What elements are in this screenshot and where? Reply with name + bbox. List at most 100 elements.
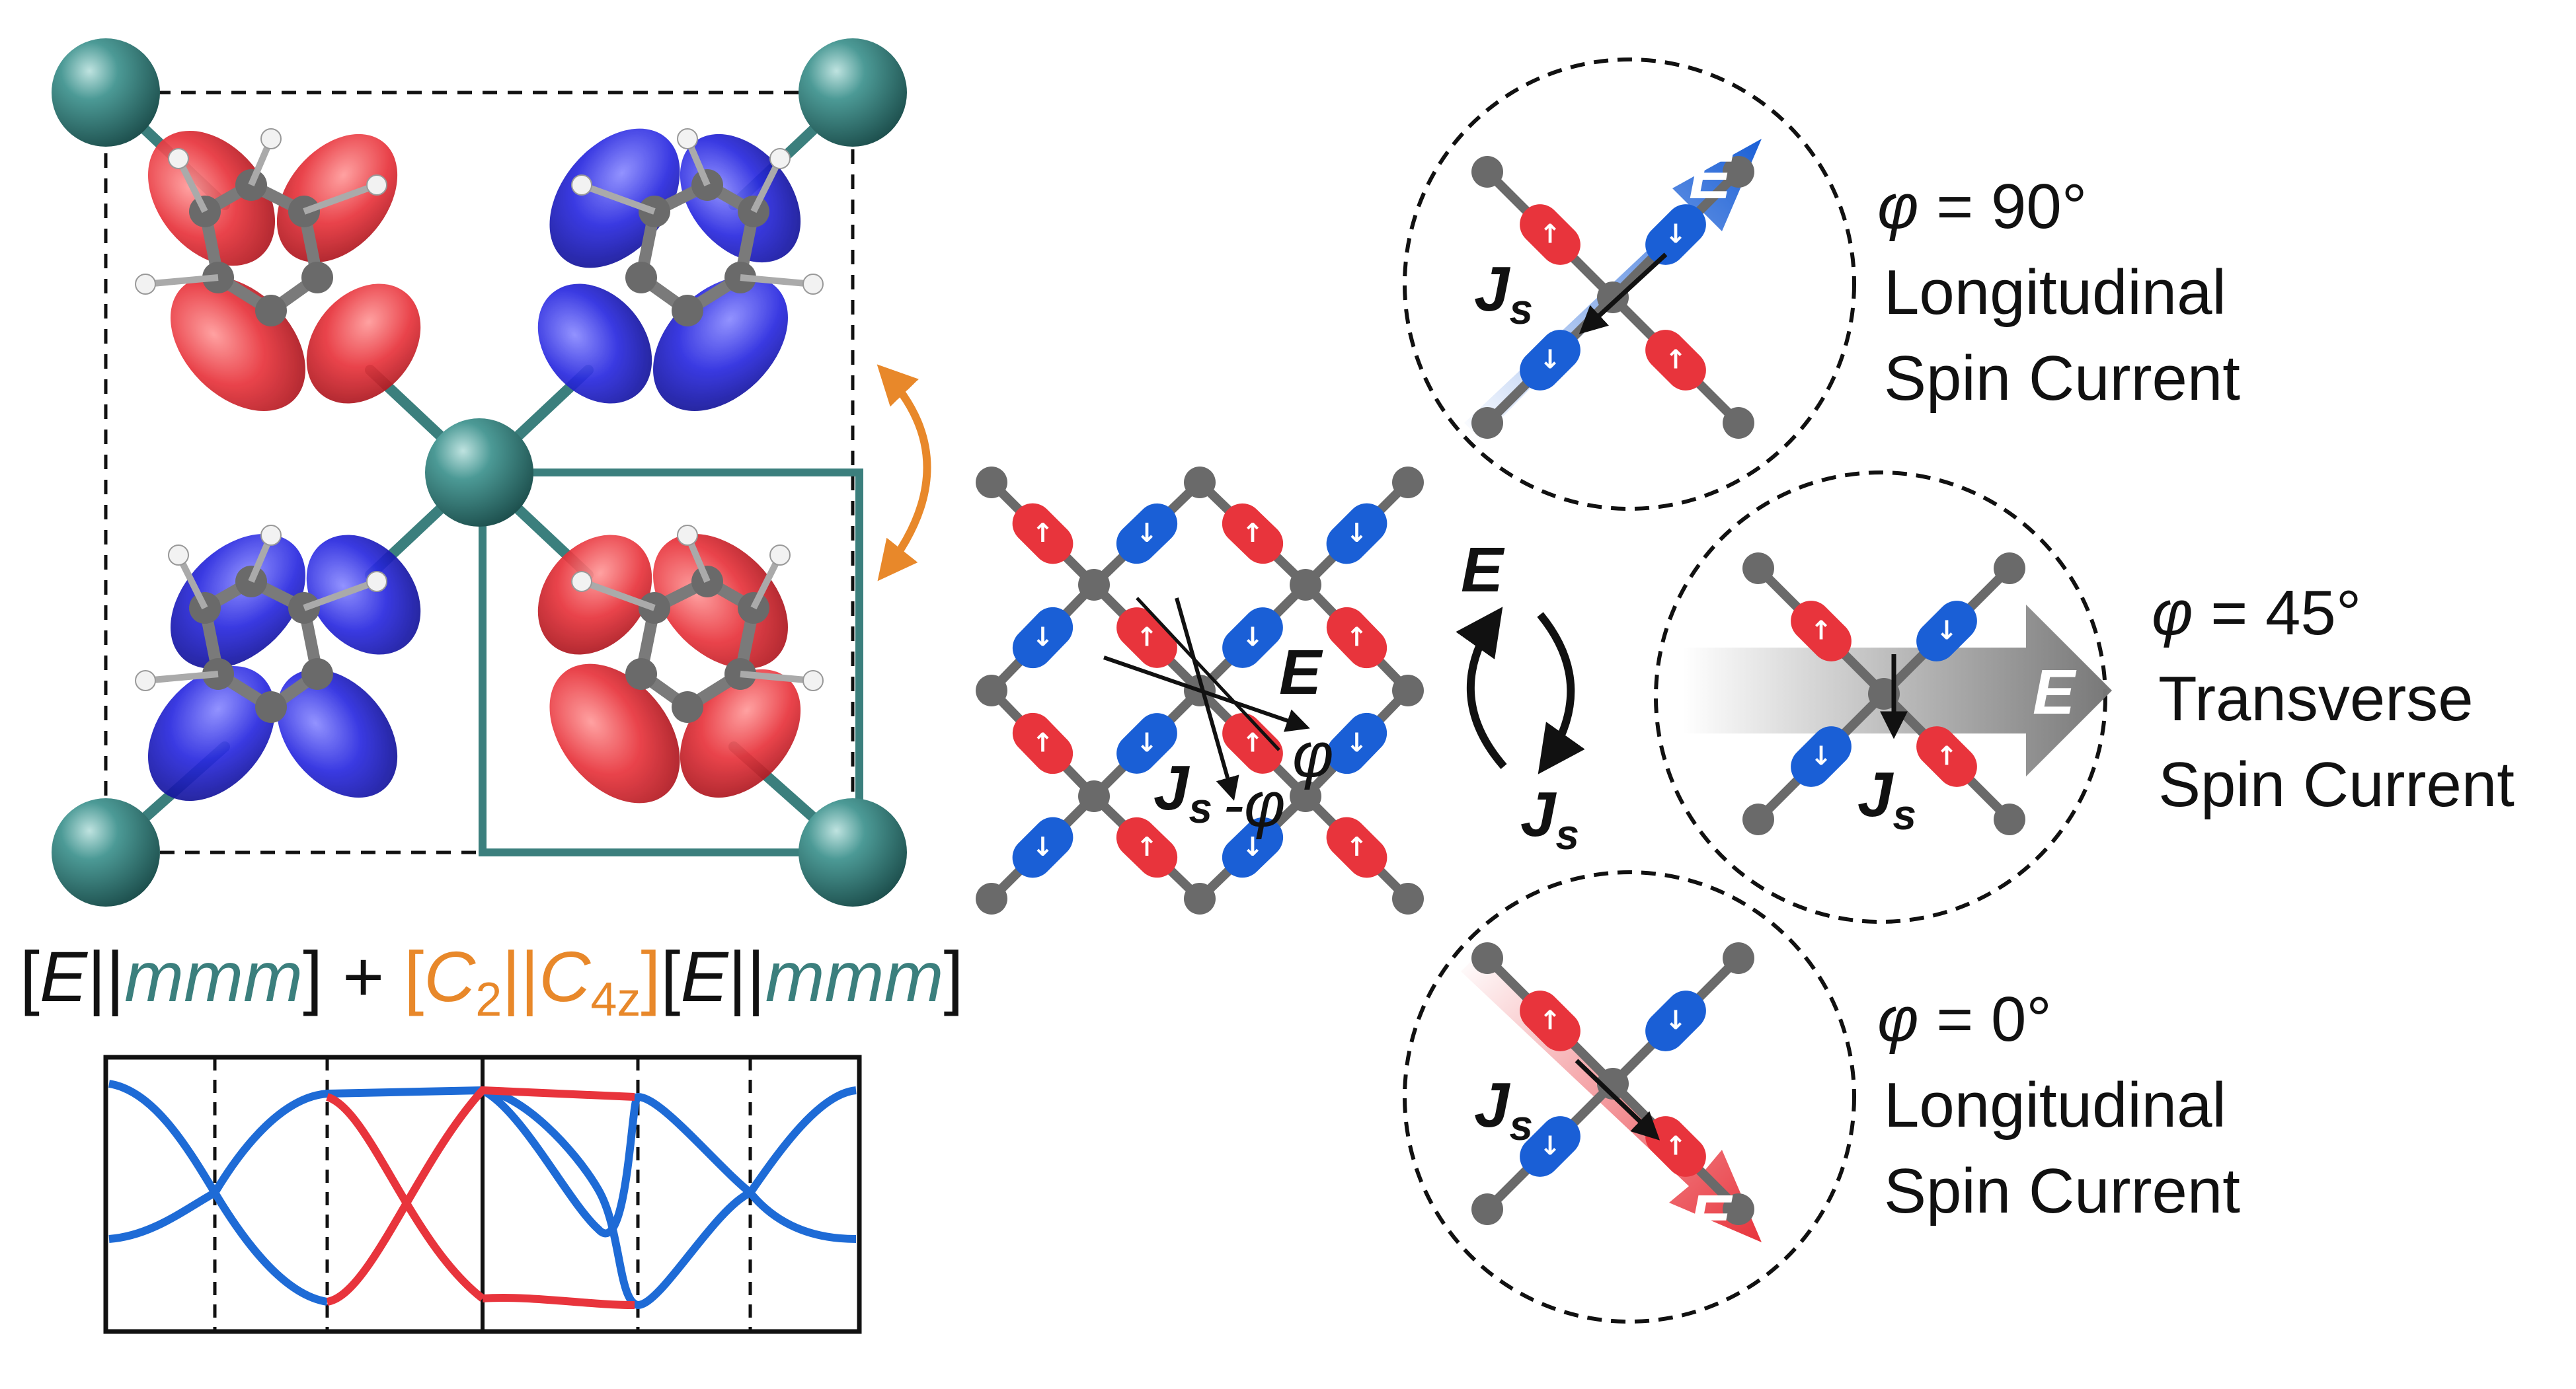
lattice-node [1994,804,2025,835]
field-current-arrows: E Js [1456,535,1585,858]
spin-up-site: ↑ [1916,726,1977,787]
orbital-lobes-bottom-left [147,534,421,802]
center-E-label: E [1279,637,1323,708]
up-arrow-icon: ↑ [1032,728,1054,759]
center-Js-label: Js [1153,753,1212,832]
lattice-node [1471,942,1503,974]
ring-framework [571,525,824,723]
spin-down-site: ↓ [1791,726,1852,787]
down-arrow-icon: ↓ [1346,518,1368,548]
spin-down-site: ↓ [1116,503,1178,564]
carbon-atom [672,295,703,326]
lattice-node [1078,780,1110,812]
spin-down-site: ↓ [1222,607,1283,668]
down-arrow-icon: ↓ [1346,728,1368,759]
Js-label-45: Js [1857,759,1916,839]
hydrogen-atom [571,571,592,592]
down-arrow-icon: ↓ [1664,219,1686,250]
down-arrow-icon: ↓ [1539,1131,1561,1162]
lattice-node [1290,780,1321,812]
band-red-1 [325,1093,485,1302]
lattice-node [1184,883,1216,915]
band-red-3 [482,1293,635,1309]
panel-45-degree: ↑ ↑ ↓ ↓ E Js φ = 45° Transverse Spin Curren… [1654,470,2515,924]
up-arrow-icon: ↑ [1935,741,1957,772]
spin-down-site: ↓ [1916,601,1977,661]
up-arrow-icon: ↑ [1539,1006,1561,1036]
up-arrow-icon: ↑ [1136,832,1157,862]
hydrogen-atom [677,525,698,546]
lattice-node [1723,156,1754,188]
phi-label: φ [1292,720,1334,790]
line2-45: Spin Current [2158,749,2515,820]
molecule-45: ↑ ↑ ↓ ↓ [1742,552,2025,835]
ring-framework [571,128,824,326]
band-structure-plot [103,1055,862,1334]
spin-up-site: ↑ [1222,503,1284,564]
angle-label-45: φ = 45° [2152,578,2361,648]
spin-down-site: ↓ [1012,607,1073,669]
down-arrow-icon: ↓ [1664,1006,1686,1036]
lattice-node [976,467,1007,498]
spin-down-site: ↓ [1645,991,1706,1051]
spin-up-site: ↑ [1520,991,1581,1051]
E-label-0: E [1689,1182,1733,1253]
lattice-node [1184,467,1216,498]
up-arrow-icon: ↑ [1241,518,1263,548]
metal-atoms [52,38,907,907]
spin-down-site: ↓ [1326,503,1387,564]
lattice-node [1471,156,1503,188]
carbon-atom [255,691,287,723]
line1-45: Transverse [2158,663,2474,734]
carbon-atom [625,658,657,690]
E-label-45: E [2033,657,2077,728]
lattice-node [1994,552,2025,584]
minus-phi-label: -φ [1223,769,1286,840]
carbon-atom [301,658,333,690]
hydrogen-atom [677,128,698,149]
band-blue-3 [481,1086,857,1243]
up-arrow-icon: ↑ [1346,832,1368,862]
line1-0: Longitudinal [1884,1070,2226,1141]
spin-down-site: ↓ [1645,204,1706,265]
line2-0: Spin Current [1884,1156,2240,1226]
angle-label-0: φ = 0° [1877,984,2052,1055]
line2-90: Spin Current [1884,343,2240,414]
hydrogen-atom [769,148,791,169]
spin-down-site: ↓ [1326,712,1387,774]
spin-down-site: ↓ [1222,817,1284,878]
spin-down-site: ↓ [1012,817,1073,878]
side-E-label: E [1461,535,1505,605]
lattice-node [1392,675,1424,706]
down-arrow-icon: ↓ [1032,622,1054,653]
ring-framework [135,525,387,723]
hydrogen-atom [135,670,156,691]
up-arrow-icon: ↑ [1032,518,1054,548]
Js-label-0: Js [1474,1070,1533,1149]
carbon-atom [625,262,657,293]
hydrogen-atom [168,148,189,169]
down-arrow-icon: ↓ [1539,345,1561,375]
hydrogen-atom [260,128,282,149]
lattice-node [976,675,1007,706]
spin-down-site: ↓ [1520,1116,1581,1177]
spin-up-site: ↑ [1791,601,1852,661]
lattice-node [1471,1193,1503,1225]
lattice-node [1597,282,1629,313]
spin-up-site: ↑ [1116,817,1178,878]
unit-cell-structure [52,38,931,907]
E-label-90: E [1689,141,1733,212]
hydrogen-atom [802,274,824,295]
lattice-node [1392,883,1424,915]
up-arrow-icon: ↑ [1810,616,1832,646]
hydrogen-atom [366,571,387,592]
lattice-node [1723,407,1754,439]
rotation-arrow [877,364,931,582]
hydrogen-atom [366,174,387,196]
spin-up-site: ↑ [1012,712,1073,774]
band-red-2 [326,1086,635,1306]
up-arrow-icon: ↑ [1241,728,1263,759]
lattice-node [1723,942,1754,974]
hydrogen-atom [571,174,592,196]
